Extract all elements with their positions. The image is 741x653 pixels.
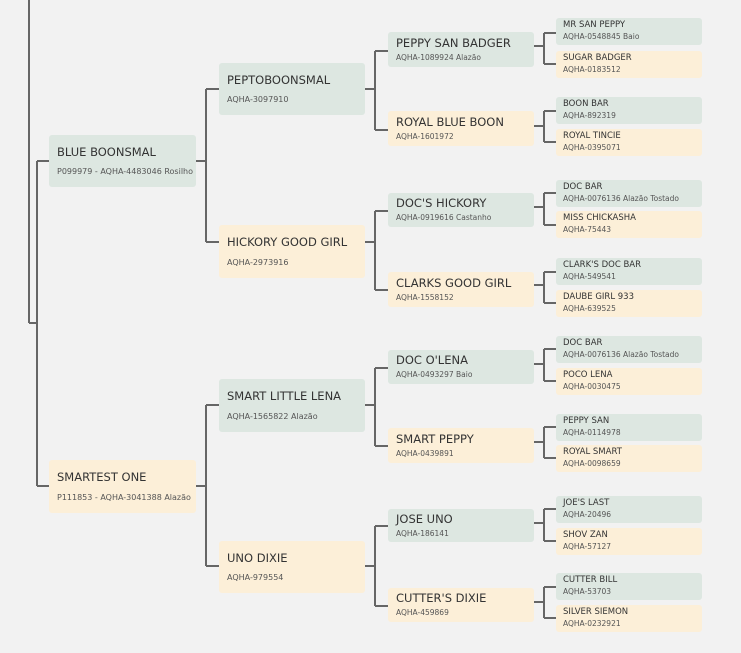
horse-name: BOON BAR xyxy=(563,99,609,110)
horse-registration: AQHA-979554 xyxy=(227,573,284,583)
horse-registration: AQHA-0439891 xyxy=(396,448,454,458)
horse-registration: AQHA-459869 xyxy=(396,608,449,618)
horse-registration: AQHA-0076136 Alazão Tostado xyxy=(563,194,680,204)
horse-registration: AQHA-0493297 Baio xyxy=(396,370,473,380)
horse-registration: AQHA-1601972 xyxy=(396,131,454,141)
horse-card-g4[interactable]: JOE'S LAST AQHA-20496 xyxy=(556,496,702,523)
horse-card-g4[interactable]: POCO LENA AQHA-0030475 xyxy=(556,368,702,395)
horse-registration: AQHA-0548845 Baio xyxy=(563,32,640,42)
horse-registration: AQHA-549541 xyxy=(563,272,616,282)
horse-name: JOE'S LAST xyxy=(563,498,610,509)
horse-registration: AQHA-1089924 Alazão xyxy=(396,52,481,62)
horse-registration: AQHA-0232921 xyxy=(563,619,621,629)
horse-card-g4[interactable]: CUTTER BILL AQHA-53703 xyxy=(556,573,702,600)
horse-name: DOC BAR xyxy=(563,338,603,349)
horse-registration: AQHA-57127 xyxy=(563,542,612,552)
horse-card-sire[interactable]: BLUE BOONSMAL P099979 - AQHA-4483046 Ros… xyxy=(49,135,196,187)
horse-card-g4[interactable]: MISS CHICKASHA AQHA-75443 xyxy=(556,211,702,238)
horse-card-g4[interactable]: ROYAL SMART AQHA-0098659 xyxy=(556,445,702,472)
horse-card-g3[interactable]: DOC O'LENA AQHA-0493297 Baio xyxy=(388,350,534,384)
horse-name: CUTTER BILL xyxy=(563,575,618,586)
horse-name: SMART LITTLE LENA xyxy=(227,389,342,404)
horse-card-g3[interactable]: PEPPY SAN BADGER AQHA-1089924 Alazão xyxy=(388,32,534,67)
horse-name: ROYAL SMART xyxy=(563,447,622,458)
horse-name: SHOV ZAN xyxy=(563,530,608,541)
horse-registration: AQHA-0395071 xyxy=(563,143,621,153)
horse-card-g3[interactable]: SMART PEPPY AQHA-0439891 xyxy=(388,428,534,463)
horse-name: JOSE UNO xyxy=(396,511,453,526)
horse-card-g4[interactable]: MR SAN PEPPY AQHA-0548845 Baio xyxy=(556,18,702,45)
horse-registration: AQHA-20496 xyxy=(563,510,612,520)
horse-card-g4[interactable]: ROYAL TINCIE AQHA-0395071 xyxy=(556,129,702,156)
horse-name: PEPPY SAN BADGER xyxy=(396,35,511,50)
horse-card-g4[interactable]: CLARK'S DOC BAR AQHA-549541 xyxy=(556,258,702,285)
horse-card-g3[interactable]: JOSE UNO AQHA-186141 xyxy=(388,509,534,542)
horse-name: CLARK'S DOC BAR xyxy=(563,260,642,271)
horse-registration: AQHA-186141 xyxy=(396,528,449,538)
horse-card-g4[interactable]: DOC BAR AQHA-0076136 Alazão Tostado xyxy=(556,336,702,363)
horse-registration: AQHA-3097910 xyxy=(227,95,289,105)
horse-name: CLARKS GOOD GIRL xyxy=(396,275,512,290)
horse-registration: AQHA-0076136 Alazão Tostado xyxy=(563,350,680,360)
horse-card-g4[interactable]: DAUBE GIRL 933 AQHA-639525 xyxy=(556,290,702,317)
horse-name: HICKORY GOOD GIRL xyxy=(227,235,348,250)
horse-name: BLUE BOONSMAL xyxy=(57,144,156,159)
horse-name: SILVER SIEMON xyxy=(563,607,629,618)
connector-lines xyxy=(28,0,556,619)
horse-name: CUTTER'S DIXIE xyxy=(396,591,487,606)
horse-name: ROYAL TINCIE xyxy=(563,131,621,142)
horse-registration: AQHA-1565822 Alazão xyxy=(227,411,318,421)
horse-name: DOC'S HICKORY xyxy=(396,196,487,211)
horse-name: DOC O'LENA xyxy=(396,353,468,368)
horse-name: MISS CHICKASHA xyxy=(563,213,636,224)
horse-card-dam-sire[interactable]: SMART LITTLE LENA AQHA-1565822 Alazão xyxy=(219,379,365,432)
horse-registration: AQHA-53703 xyxy=(563,587,612,597)
horse-registration: AQHA-75443 xyxy=(563,225,612,235)
horse-registration: AQHA-0114978 xyxy=(563,428,621,438)
horse-card-g4[interactable]: DOC BAR AQHA-0076136 Alazão Tostado xyxy=(556,180,702,207)
horse-registration: AQHA-0098659 xyxy=(563,459,621,469)
horse-registration: AQHA-0030475 xyxy=(563,382,621,392)
horse-registration: AQHA-1558152 xyxy=(396,292,454,302)
horse-card-g4[interactable]: SUGAR BADGER AQHA-0183512 xyxy=(556,51,702,78)
horse-card-sire-sire[interactable]: PEPTOBOONSMAL AQHA-3097910 xyxy=(219,63,365,115)
horse-name: SMARTEST ONE xyxy=(57,470,147,485)
horse-registration: P099979 - AQHA-4483046 Rosilho xyxy=(57,167,194,177)
horse-name: ROYAL BLUE BOON xyxy=(396,114,504,129)
horse-registration: AQHA-0919616 Castanho xyxy=(396,213,492,223)
horse-name: DOC BAR xyxy=(563,182,603,193)
horse-registration: AQHA-0183512 xyxy=(563,65,621,75)
horse-name: PEPPY SAN xyxy=(563,416,610,427)
horse-registration: P111853 - AQHA-3041388 Alazão xyxy=(57,492,191,502)
horse-name: POCO LENA xyxy=(563,370,613,381)
horse-card-g4[interactable]: SHOV ZAN AQHA-57127 xyxy=(556,528,702,555)
horse-card-sire-dam[interactable]: HICKORY GOOD GIRL AQHA-2973916 xyxy=(219,225,365,278)
horse-name: DAUBE GIRL 933 xyxy=(563,292,634,303)
horse-card-dam[interactable]: SMARTEST ONE P111853 - AQHA-3041388 Alaz… xyxy=(49,460,196,513)
horse-card-g4[interactable]: BOON BAR AQHA-892319 xyxy=(556,97,702,124)
horse-card-g4[interactable]: SILVER SIEMON AQHA-0232921 xyxy=(556,605,702,632)
horse-card-g3[interactable]: CUTTER'S DIXIE AQHA-459869 xyxy=(388,588,534,622)
horse-card-g3[interactable]: ROYAL BLUE BOON AQHA-1601972 xyxy=(388,111,534,146)
horse-registration: AQHA-2973916 xyxy=(227,257,289,267)
horse-name: SMART PEPPY xyxy=(396,431,474,446)
horse-name: PEPTOBOONSMAL xyxy=(227,72,331,87)
horse-card-g3[interactable]: DOC'S HICKORY AQHA-0919616 Castanho xyxy=(388,193,534,227)
horse-card-g3[interactable]: CLARKS GOOD GIRL AQHA-1558152 xyxy=(388,272,534,307)
horse-registration: AQHA-639525 xyxy=(563,304,616,314)
horse-name: SUGAR BADGER xyxy=(563,53,632,64)
horse-card-dam-dam[interactable]: UNO DIXIE AQHA-979554 xyxy=(219,541,365,593)
horse-name: UNO DIXIE xyxy=(227,550,288,565)
horse-card-g4[interactable]: PEPPY SAN AQHA-0114978 xyxy=(556,414,702,441)
horse-name: MR SAN PEPPY xyxy=(563,20,626,31)
horse-registration: AQHA-892319 xyxy=(563,111,616,121)
